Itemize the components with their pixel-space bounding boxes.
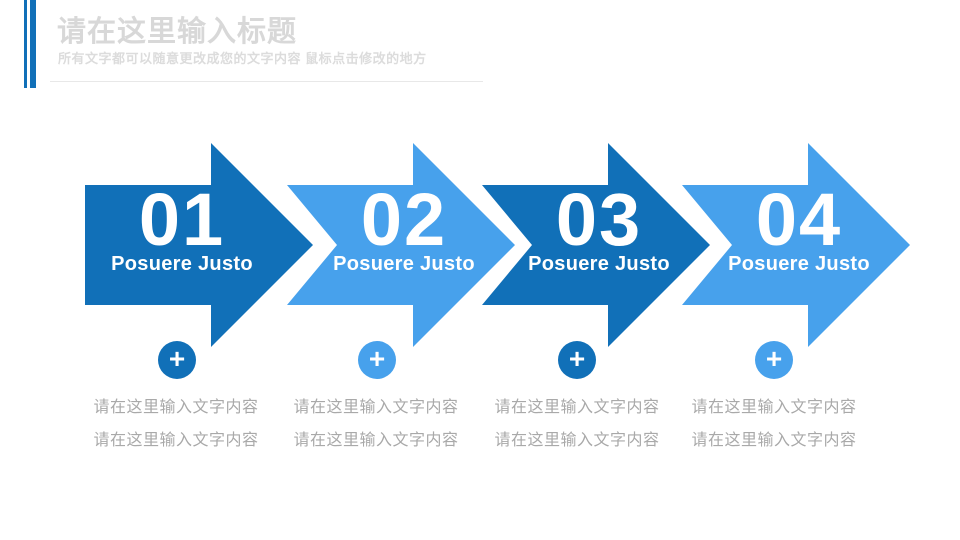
plus-icon: +: [168, 343, 186, 374]
arrow-shape-icon: [682, 143, 910, 347]
plus-icon: +: [368, 343, 386, 374]
header-divider: [50, 81, 483, 82]
add-content-button-4[interactable]: +: [755, 341, 793, 379]
plus-icon: +: [765, 343, 783, 374]
add-content-button-1[interactable]: +: [158, 341, 196, 379]
arrow-shape-icon: [85, 143, 313, 347]
description-line: 请在这里输入文字内容: [494, 432, 660, 449]
add-content-button-3[interactable]: +: [558, 341, 596, 379]
step-arrow-1[interactable]: 01 Posuere Justo: [85, 143, 313, 347]
step-arrow-3[interactable]: 03 Posuere Justo: [482, 143, 710, 347]
step-arrow-4[interactable]: 04 Posuere Justo: [682, 143, 910, 347]
add-content-button-2[interactable]: +: [358, 341, 396, 379]
accent-bar-thick: [30, 0, 36, 88]
description-line: 请在这里输入文字内容: [293, 399, 459, 416]
step-2-description[interactable]: 请在这里输入文字内容 请在这里输入文字内容: [266, 398, 486, 464]
arrow-shape-icon: [287, 143, 515, 347]
description-line: 请在这里输入文字内容: [93, 399, 259, 416]
page-title[interactable]: 请在这里输入标题: [57, 16, 298, 48]
accent-bar-thin: [24, 0, 27, 88]
description-line: 请在这里输入文字内容: [691, 399, 857, 416]
page-subtitle[interactable]: 所有文字都可以随意更改成您的文字内容 鼠标点击修改的地方: [58, 51, 427, 66]
description-line: 请在这里输入文字内容: [494, 399, 660, 416]
description-line: 请在这里输入文字内容: [293, 432, 459, 449]
step-arrow-2[interactable]: 02 Posuere Justo: [287, 143, 515, 347]
step-4-description[interactable]: 请在这里输入文字内容 请在这里输入文字内容: [664, 398, 884, 464]
step-1-description[interactable]: 请在这里输入文字内容 请在这里输入文字内容: [66, 398, 286, 464]
description-line: 请在这里输入文字内容: [691, 432, 857, 449]
step-3-description[interactable]: 请在这里输入文字内容 请在这里输入文字内容: [467, 398, 687, 464]
description-line: 请在这里输入文字内容: [93, 432, 259, 449]
arrow-shape-icon: [482, 143, 710, 347]
plus-icon: +: [568, 343, 586, 374]
